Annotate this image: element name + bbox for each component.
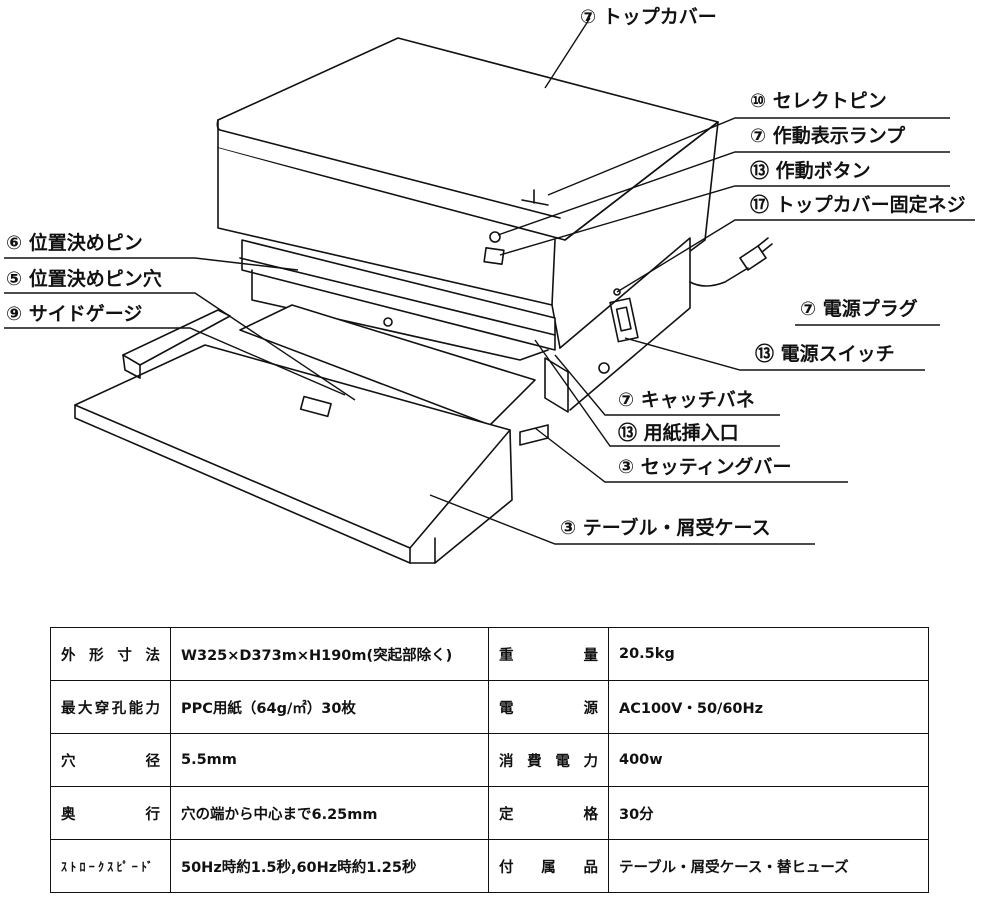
spec-value: 穴の端から中心まで6.25mm: [170, 786, 489, 840]
spec-key: 外形寸法: [50, 627, 171, 681]
label-table-case: ③ テーブル・屑受ケース: [560, 517, 771, 539]
spec-value: 30分: [608, 786, 929, 840]
spec-key: 付属品: [488, 839, 609, 893]
label-catch-spring: ⑦ キャッチバネ: [618, 389, 755, 411]
label-select-pin: ⑩ セレクトピン: [750, 90, 887, 112]
spec-key: 定格: [488, 786, 609, 840]
spec-value: W325×D373m×H190m(突起部除く): [170, 627, 489, 681]
label-power-switch: ⑬ 電源スイッチ: [755, 343, 895, 365]
machine-diagram: [4, 17, 975, 564]
label-power-plug: ⑦ 電源プラグ: [800, 298, 918, 320]
spec-key: 奥行: [50, 786, 171, 840]
body-right-side: [559, 237, 691, 411]
spec-value: 400w: [608, 733, 929, 787]
spec-key: 消費電力: [488, 733, 609, 787]
spec-value: テーブル・屑受ケース・替ヒューズ: [608, 839, 929, 893]
spec-key: 重量: [488, 627, 609, 681]
spec-value: AC100V・50/60Hz: [608, 680, 929, 734]
spec-key: ｽﾄﾛｰｸｽﾋﾟｰﾄﾞ: [50, 839, 171, 893]
label-operation-button: ⑬ 作動ボタン: [750, 160, 871, 182]
spec-value: 20.5kg: [608, 627, 929, 681]
operation-button-shape: [483, 247, 505, 265]
label-side-gauge: ⑨ サイドゲージ: [6, 303, 143, 325]
top-cover-front: [217, 147, 556, 306]
label-top-cover-screw: ⑰ トップカバー固定ネジ: [750, 194, 966, 216]
label-top-cover: ⑦ トップカバー: [580, 6, 717, 28]
label-setting-bar: ③ セッティングバー: [618, 456, 792, 478]
spec-key: 穴径: [50, 733, 171, 787]
operation-lamp-shape: [489, 231, 501, 243]
spec-key: 最大穿孔能力: [50, 680, 171, 734]
paper-slot-plate: [239, 304, 536, 426]
power-cord: [689, 267, 749, 287]
power-plug-shape: [739, 245, 767, 271]
spec-value: PPC用紙（64g/㎡）30枚: [170, 680, 489, 734]
spec-value: 5.5mm: [170, 733, 489, 787]
label-positioning-pin-hole: ⑤ 位置決めピン穴: [6, 268, 162, 290]
label-positioning-pin: ⑥ 位置決めピン: [6, 232, 143, 254]
spec-key: 電源: [488, 680, 609, 734]
label-paper-slot: ⑬ 用紙挿入口: [618, 422, 739, 444]
label-operation-lamp: ⑦ 作動表示ランプ: [750, 125, 906, 147]
spec-value: 50Hz時約1.5秒,60Hz時約1.25秒: [170, 839, 489, 893]
